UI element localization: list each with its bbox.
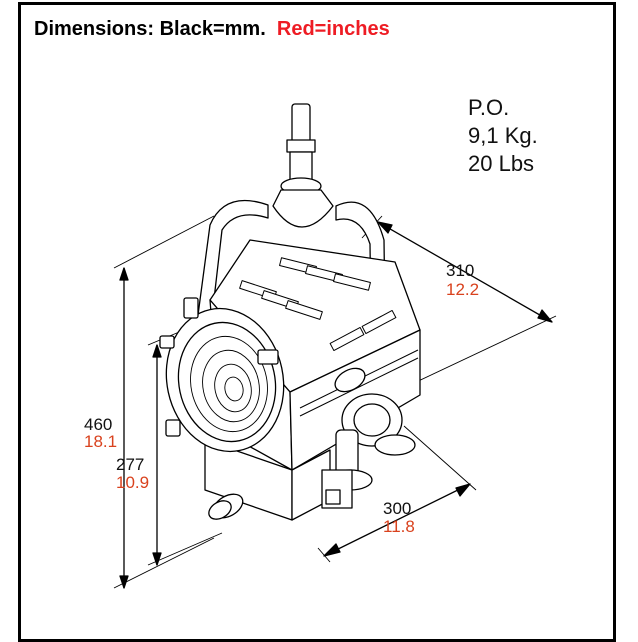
yoke-height-mm: 277 bbox=[116, 455, 145, 474]
height-mm: 460 bbox=[84, 415, 113, 434]
weight-kg: 9,1 Kg. bbox=[468, 123, 538, 148]
height-in: 18.1 bbox=[84, 432, 118, 451]
width-mm: 300 bbox=[383, 499, 412, 518]
legend-red-inches: Red=inches bbox=[276, 18, 390, 40]
depth-mm: 310 bbox=[446, 261, 475, 280]
height-dimension-line bbox=[113, 215, 215, 589]
depth-in: 12.2 bbox=[446, 280, 480, 299]
weight-lbs: 20 Lbs bbox=[468, 151, 535, 176]
weight-block: P.O. 9,1 Kg. 20 Lbs bbox=[468, 94, 538, 178]
fresnel-fixture bbox=[159, 103, 421, 521]
yoke-height-in: 10.9 bbox=[116, 473, 150, 492]
dimensions-legend: Dimensions: Black=mm. Red=inches bbox=[34, 18, 390, 41]
weight-po: P.O. bbox=[468, 95, 510, 120]
width-dimension-line bbox=[317, 425, 477, 563]
width-in: 11.8 bbox=[383, 517, 415, 536]
legend-black-mm: Dimensions: Black=mm. bbox=[34, 18, 266, 40]
